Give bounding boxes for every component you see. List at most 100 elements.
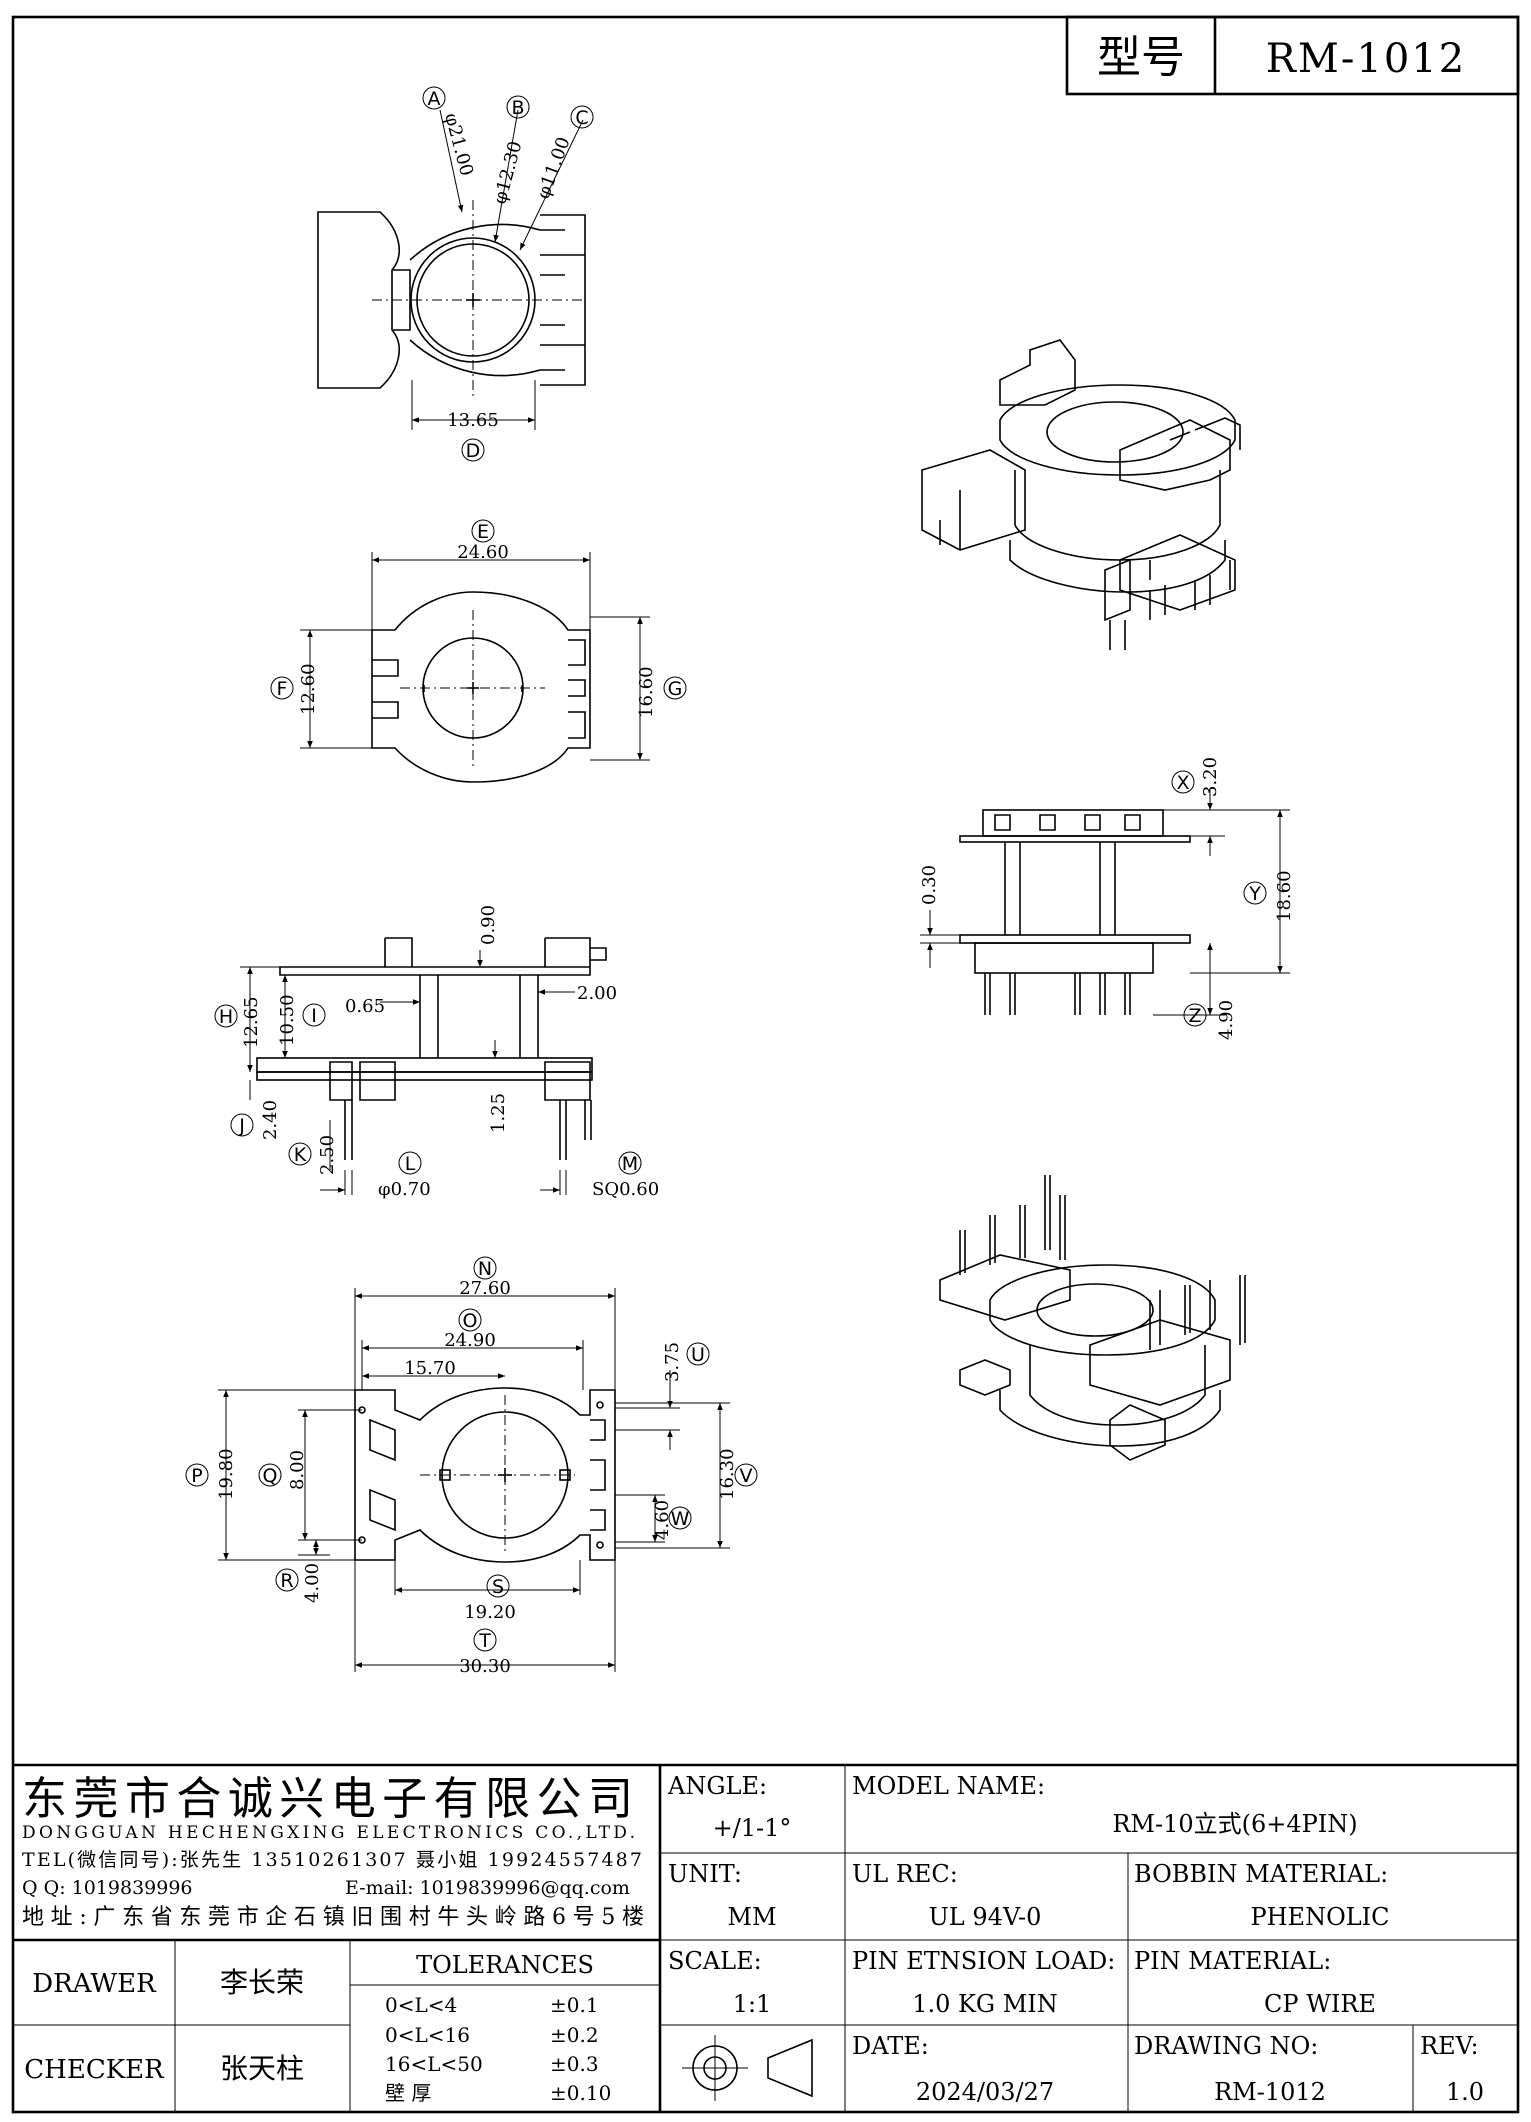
callout-h: H 12.65 [214, 996, 262, 1048]
bottom-view [300, 552, 650, 783]
pin-view [218, 1288, 730, 1672]
rev-label: REV: [1420, 2032, 1479, 2060]
callout-n: N 27.60 [459, 1256, 511, 1299]
dim-value: 19.20 [464, 1602, 516, 1623]
callout-letter: X [1176, 772, 1189, 794]
callout-letter: B [511, 97, 524, 119]
title-block [13, 1763, 1518, 2112]
callout-c: C φ11.00 [533, 105, 594, 202]
tolerance-range: 16<L<50 [385, 2052, 483, 2076]
callout-letter: U [691, 1344, 705, 1366]
dim-value: 24.90 [444, 1330, 496, 1351]
callout-s: S 19.20 [464, 1574, 516, 1623]
model-name-label: MODEL NAME: [852, 1772, 1045, 1800]
isometric-view-bottom [939, 1175, 1246, 1461]
dim-value: φ21.00 [440, 111, 477, 178]
callout-v: V 16.30 [717, 1448, 758, 1500]
callout-q: Q 8.00 [258, 1450, 308, 1490]
dim-0-65: 0.65 [345, 996, 385, 1017]
callout-letter: N [478, 1258, 492, 1280]
tolerance-value: ±0.3 [550, 2052, 599, 2076]
bobbin-material-label: BOBBIN MATERIAL: [1134, 1860, 1388, 1888]
model-header: 型号 RM-1012 [1065, 15, 1520, 96]
callout-letter: V [740, 1465, 753, 1487]
dim-value: 24.60 [457, 542, 509, 563]
callout-a: A φ21.00 [422, 86, 477, 178]
callout-g: G 16.60 [636, 666, 687, 718]
dim-value: 4.90 [1216, 1000, 1237, 1040]
dim-value: 3.20 [1200, 757, 1221, 797]
company-name-cn: 东莞市合诚兴电子有限公司 [22, 1772, 637, 1825]
callout-u: U 3.75 [662, 1342, 710, 1382]
right-side-view [920, 790, 1290, 1016]
model-header-value: RM-1012 [1266, 36, 1466, 82]
dim-value: φ12.30 [490, 139, 527, 206]
drawing-no-label: DRAWING NO: [1134, 2032, 1318, 2060]
dim-0-90: 0.90 [478, 905, 499, 945]
callout-letter: C [575, 107, 588, 129]
callout-r: R 4.00 [275, 1563, 323, 1603]
dim-value: φ0.70 [378, 1179, 431, 1200]
dim-value: 2.50 [317, 1135, 338, 1175]
callout-m: M SQ0.60 [592, 1151, 659, 1200]
callout-e: E 24.60 [457, 519, 509, 563]
pin-material-label: PIN MATERIAL: [1134, 1947, 1331, 1975]
bobbin-material-value: PHENOLIC [1250, 1903, 1389, 1931]
callout-letter: I [311, 1005, 317, 1027]
scale-label: SCALE: [668, 1947, 762, 1975]
callout-l: L φ0.70 [378, 1151, 431, 1200]
callout-letter: E [477, 521, 489, 543]
dim-value: φ11.00 [533, 134, 575, 201]
tolerance-row: 16<L<50 ±0.3 [385, 2052, 599, 2076]
projection-symbol [682, 2035, 813, 2101]
callout-d: 13.65 D [447, 410, 499, 462]
tolerances-title: TOLERANCES [416, 1951, 594, 1979]
dim-value: 13.65 [447, 410, 499, 431]
company-qq: Q Q: 1019839996 [22, 1877, 193, 1899]
tolerance-row: 0<L<4 ±0.1 [385, 1993, 599, 2017]
ul-rec-value: UL 94V-0 [929, 1903, 1042, 1931]
callout-letter: T [478, 1630, 491, 1652]
dim-1-25: 1.25 [488, 1093, 509, 1133]
tolerance-value: ±0.10 [550, 2081, 611, 2105]
dim-0-30: 0.30 [919, 865, 940, 905]
company-tel: TEL(微信同号):张先生 13510261307 聂小姐 1992455748… [22, 1849, 642, 1871]
callout-z: Z 4.90 [1183, 1000, 1237, 1040]
callout-k: K 2.50 [288, 1135, 338, 1175]
dim-value: SQ0.60 [592, 1179, 659, 1200]
callout-letter: O [463, 1310, 478, 1332]
isometric-view-top [921, 339, 1241, 650]
dim-value: 10.50 [277, 994, 298, 1046]
callout-letter: P [191, 1465, 202, 1487]
callout-p: P 19.80 [185, 1448, 237, 1500]
dim-15-70: 15.70 [404, 1358, 456, 1379]
model-header-label: 型号 [1097, 32, 1185, 83]
callout-i: 10.50 I [277, 994, 326, 1046]
callout-letter: H [219, 1006, 233, 1028]
tolerance-range: 0<L<16 [385, 2023, 470, 2047]
dim-value: 2.40 [260, 1100, 281, 1140]
rev-value: 1.0 [1446, 2078, 1484, 2106]
callout-letter: J [238, 1115, 245, 1137]
dim-value: 16.60 [636, 666, 657, 718]
tolerance-row: 0<L<16 ±0.2 [385, 2023, 599, 2047]
callout-o: O 24.90 [444, 1308, 496, 1351]
pin-load-label: PIN ETNSION LOAD: [852, 1947, 1115, 1975]
angle-label: ANGLE: [667, 1772, 767, 1800]
callout-f: F 12.60 [270, 663, 319, 715]
company-address: 地址:广东省东莞市企石镇旧围村牛头岭路6号5楼 [22, 1905, 644, 1930]
callout-w: W 4.60 [652, 1500, 692, 1540]
pin-material-value: CP WIRE [1264, 1990, 1376, 2018]
dim-value: 4.60 [652, 1500, 673, 1540]
tolerance-value: ±0.2 [550, 2023, 599, 2047]
callout-letter: W [671, 1508, 690, 1530]
sheet-border [11, 15, 1520, 2114]
dim-2-00: 2.00 [577, 983, 617, 1004]
callout-letter: M [622, 1153, 638, 1175]
drawing-no-value: RM-1012 [1214, 2078, 1326, 2106]
callout-letter: Q [263, 1465, 278, 1487]
dim-value: 27.60 [459, 1278, 511, 1299]
drawer-label: DRAWER [32, 1969, 157, 1999]
callout-y: Y 18.60 [1243, 870, 1295, 922]
